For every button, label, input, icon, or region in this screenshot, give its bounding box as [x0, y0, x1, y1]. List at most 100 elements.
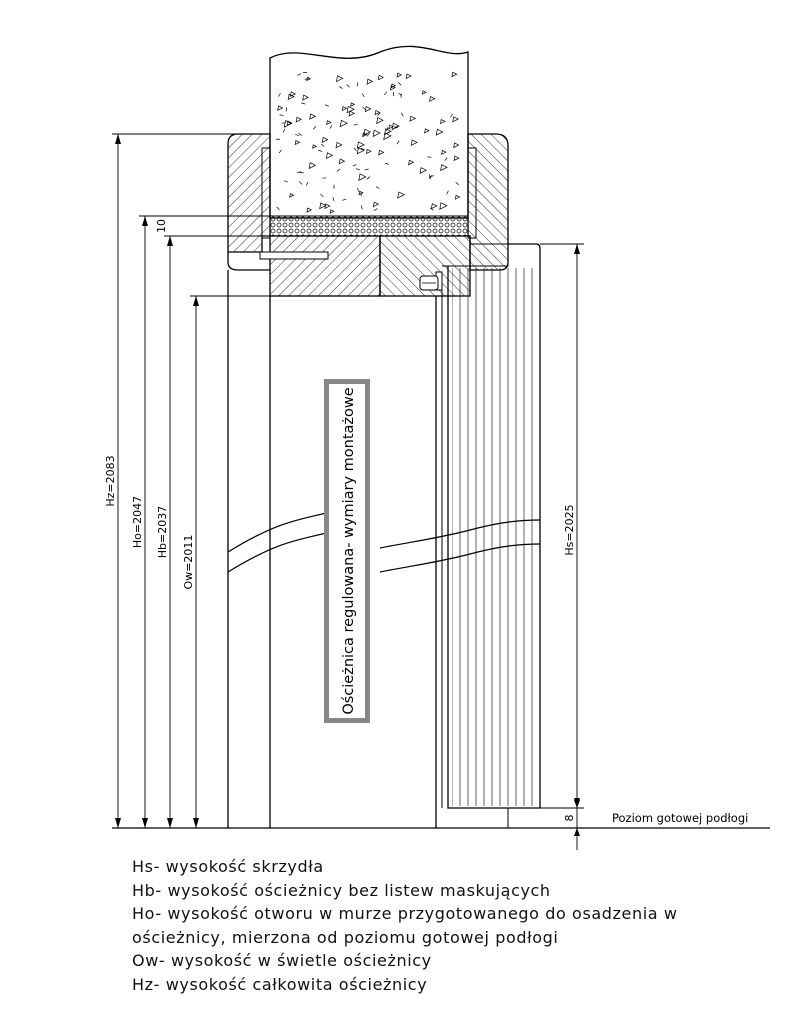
concrete-speckle — [318, 149, 323, 152]
concrete-speckle — [358, 173, 367, 181]
concrete-speckle — [320, 193, 324, 197]
concrete-speckle — [398, 82, 402, 86]
concrete-speckle — [408, 159, 415, 166]
legend-item-ho-continued: ościeżnicy, mierzona od poziomu gotowej … — [132, 927, 559, 947]
concrete-speckle — [453, 155, 460, 162]
concrete-speckle — [336, 168, 341, 172]
concrete-speckle — [295, 116, 302, 123]
dimension-ow: Ow=2011 — [182, 295, 270, 828]
concrete-speckle — [364, 106, 372, 113]
concrete-speckle — [446, 190, 449, 195]
concrete-speckle — [388, 124, 394, 130]
concrete-speckle — [393, 126, 398, 129]
concrete-speckle — [378, 149, 385, 156]
concrete-speckle — [419, 167, 428, 174]
concrete-speckle — [282, 128, 286, 133]
concrete-speckle — [364, 168, 369, 171]
concrete-speckle — [339, 86, 343, 89]
concrete-speckle — [356, 82, 359, 87]
concrete-speckle — [277, 93, 281, 97]
concrete-speckle — [326, 120, 332, 126]
concrete-speckle — [357, 187, 359, 192]
concrete-speckle — [429, 96, 436, 102]
concrete-speckle — [429, 207, 434, 211]
concrete-speckle — [384, 162, 390, 165]
concrete-speckle — [355, 168, 360, 171]
concrete-speckle — [409, 115, 417, 122]
concrete-speckle — [339, 119, 348, 128]
dim-hs-label: Hs=2025 — [563, 504, 576, 555]
concrete-speckle — [313, 126, 317, 130]
concrete-speckle — [405, 73, 412, 80]
concrete-speckle — [335, 75, 344, 83]
concrete-speckle — [383, 132, 392, 141]
concrete-speckle — [346, 84, 350, 88]
concrete-speckle — [441, 149, 447, 155]
legend-list: Hs- wysokość skrzydła Hb- wysokość oście… — [132, 855, 678, 997]
concrete-speckle — [325, 152, 334, 160]
concrete-speckle — [366, 148, 372, 155]
center-label: Ościeżnica regulowana- wymiary montażowe — [341, 387, 357, 714]
concrete-speckle — [396, 140, 400, 145]
concrete-speckle — [306, 76, 312, 82]
legend-item-hb: Hb- wysokość ościeżnicy bez listew masku… — [132, 880, 551, 900]
concrete-speckle — [362, 106, 366, 110]
concrete-speckle — [453, 142, 460, 149]
concrete-speckle — [319, 202, 327, 210]
concrete-speckle — [439, 202, 448, 210]
concrete-speckle — [338, 158, 346, 165]
concrete-speckle — [398, 92, 403, 96]
concrete-speckle — [363, 128, 371, 136]
concrete-speckle — [385, 127, 389, 132]
concrete-speckle — [301, 102, 306, 105]
concrete-speckle — [396, 72, 403, 78]
concrete-speckle — [401, 112, 404, 117]
concrete-speckle — [360, 205, 363, 210]
concrete-speckle — [376, 117, 384, 125]
jamb-lines — [227, 270, 541, 828]
concrete-speckle — [455, 181, 459, 186]
concrete-speckle — [352, 164, 357, 167]
concrete-speckle — [440, 119, 446, 125]
concrete-speckle — [277, 105, 284, 111]
dim-hz-label: Hz=2083 — [104, 455, 117, 506]
concrete-speckle — [384, 91, 388, 96]
concrete-speckle — [332, 197, 335, 202]
concrete-speckle — [377, 74, 385, 81]
concrete-speckle — [312, 144, 318, 149]
dim-ho-label: Ho=2047 — [131, 496, 144, 548]
concrete-speckle — [306, 207, 313, 213]
concrete-speckle — [389, 85, 396, 91]
concrete-speckle — [295, 134, 300, 136]
concrete-speckle — [377, 112, 381, 116]
legend-item-hs: Hs- wysokość skrzydła — [132, 857, 324, 876]
concrete-speckle — [444, 157, 448, 161]
concrete-speckle — [321, 136, 329, 143]
concrete-speckle — [279, 114, 284, 116]
concrete-speckle — [410, 139, 418, 146]
concrete-speckle — [302, 94, 309, 101]
concrete-speckle — [366, 78, 374, 85]
concrete-speckle — [427, 156, 432, 158]
concrete-speckle — [366, 133, 370, 137]
concrete-speckle — [361, 93, 365, 98]
concrete-speckle — [424, 128, 430, 134]
dim-ow-label: Ow=2011 — [182, 535, 195, 590]
concrete-speckle — [287, 93, 295, 101]
concrete-speckle — [342, 198, 347, 201]
concrete-speckle — [450, 113, 453, 118]
concrete-speckle — [329, 125, 333, 129]
concrete-speckle — [320, 143, 325, 147]
dim-hb-label: Hb=2037 — [156, 506, 169, 558]
frame-profile — [227, 133, 509, 271]
wall-section — [269, 45, 469, 219]
dimension-floor-gap: 8 — [563, 800, 580, 850]
concrete-speckle — [373, 208, 378, 211]
concrete-speckle — [309, 113, 317, 120]
concrete-speckle — [360, 148, 365, 150]
dim-gap-floor-label: 8 — [563, 815, 576, 822]
concrete-speckle — [297, 73, 302, 76]
concrete-speckle — [353, 123, 358, 126]
concrete-speckle — [348, 110, 356, 117]
concrete-speckle — [329, 209, 335, 214]
